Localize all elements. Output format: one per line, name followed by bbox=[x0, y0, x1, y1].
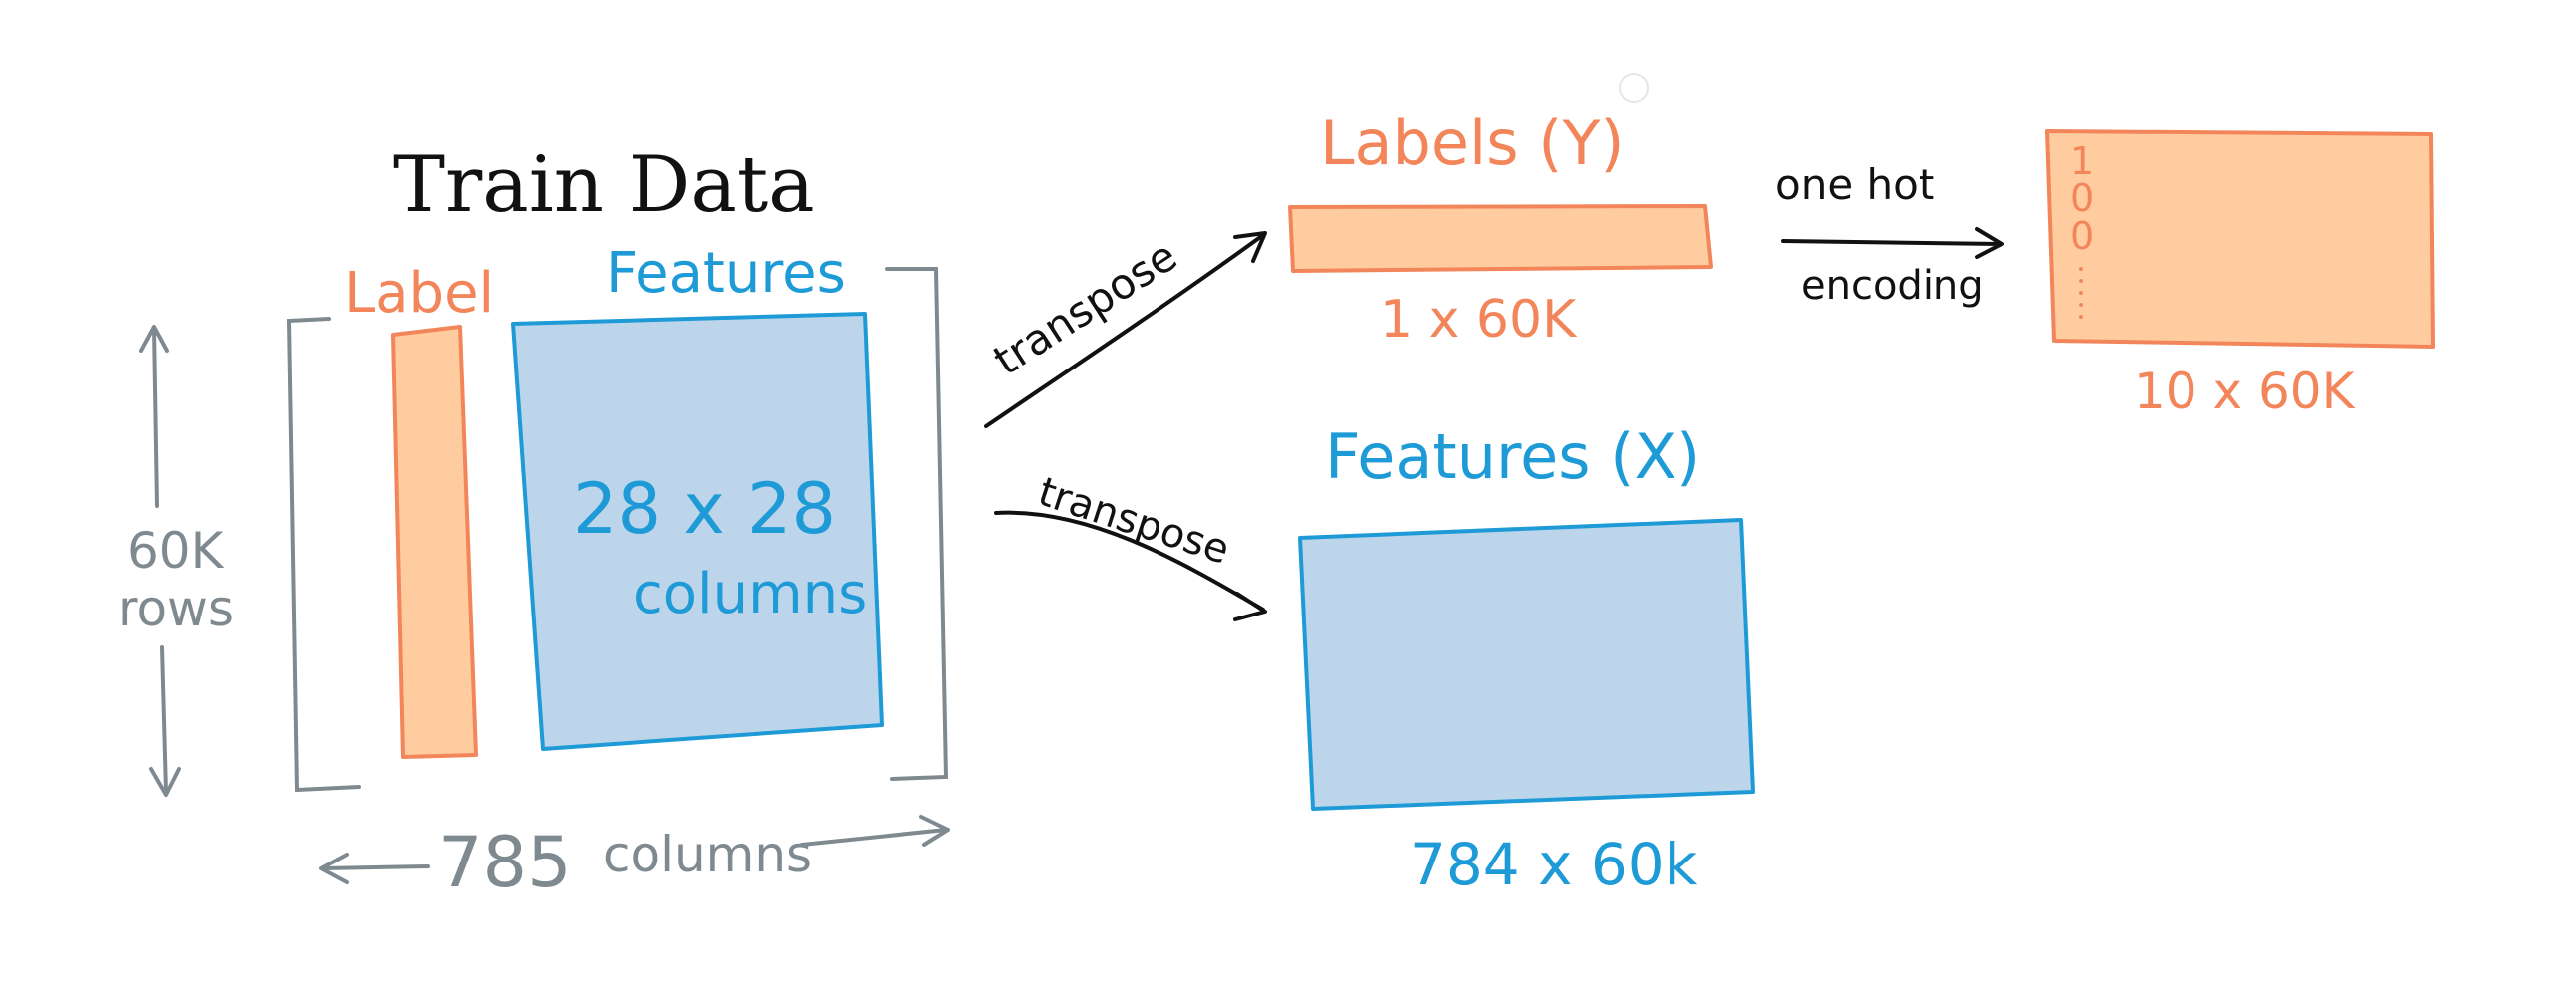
columns-arrow-right bbox=[800, 815, 950, 847]
labels-y-group: Labels (Y) 1 x 60K bbox=[1288, 73, 1713, 350]
train-data-title: Train Data bbox=[393, 140, 815, 230]
features-x-block bbox=[1298, 518, 1755, 811]
onehot-dims: 10 x 60K bbox=[2134, 363, 2356, 420]
lower-transpose-label: transpose bbox=[1033, 469, 1235, 574]
onehot-group: 1 0 0 10 x 60K bbox=[2045, 129, 2435, 420]
features-size-text: 28 x 28 bbox=[573, 468, 836, 550]
encoding-label: encoding bbox=[1801, 263, 1984, 309]
features-x-title: Features (X) bbox=[1325, 420, 1700, 493]
onehot-ellipsis bbox=[2079, 267, 2083, 319]
train-data-group: Train Data Label Features 28 x 28 column… bbox=[118, 140, 950, 903]
rows-arrow-top bbox=[139, 325, 169, 508]
rows-arrow-bottom bbox=[149, 645, 181, 797]
rows-word-text: rows bbox=[118, 580, 234, 637]
features-column-header: Features bbox=[606, 241, 846, 306]
labels-y-title: Labels (Y) bbox=[1320, 107, 1625, 179]
one-hot-arrow bbox=[1781, 227, 2004, 259]
columns-word-text: columns bbox=[603, 826, 812, 883]
columns-count-text: 785 bbox=[438, 822, 572, 903]
lower-transpose-arrow bbox=[994, 510, 1267, 621]
onehot-matrix bbox=[2045, 129, 2435, 349]
one-hot-label: one hot bbox=[1775, 160, 1934, 209]
label-column-bar bbox=[391, 325, 478, 759]
label-column-header: Label bbox=[344, 261, 494, 326]
rows-count-text: 60K bbox=[128, 522, 225, 580]
columns-arrow-left bbox=[319, 853, 430, 884]
features-x-group: Features (X) 784 x 60k bbox=[1298, 420, 1755, 898]
onehot-digit-1: 1 bbox=[2070, 139, 2094, 183]
onehot-digit-2: 0 bbox=[2070, 176, 2094, 220]
onehot-digit-3: 0 bbox=[2070, 214, 2094, 258]
labels-y-faint-mark bbox=[1619, 73, 1649, 103]
labels-y-bar bbox=[1288, 204, 1713, 273]
upper-transpose-label: transpose bbox=[985, 231, 1185, 384]
upper-transpose-arrow bbox=[984, 231, 1267, 428]
train-bracket-left bbox=[286, 317, 361, 793]
features-columns-text: columns bbox=[633, 562, 867, 626]
train-bracket-right bbox=[885, 267, 949, 781]
labels-y-dims: 1 x 60K bbox=[1380, 290, 1578, 350]
features-x-dims: 784 x 60k bbox=[1410, 831, 1698, 898]
features-block bbox=[511, 312, 884, 751]
